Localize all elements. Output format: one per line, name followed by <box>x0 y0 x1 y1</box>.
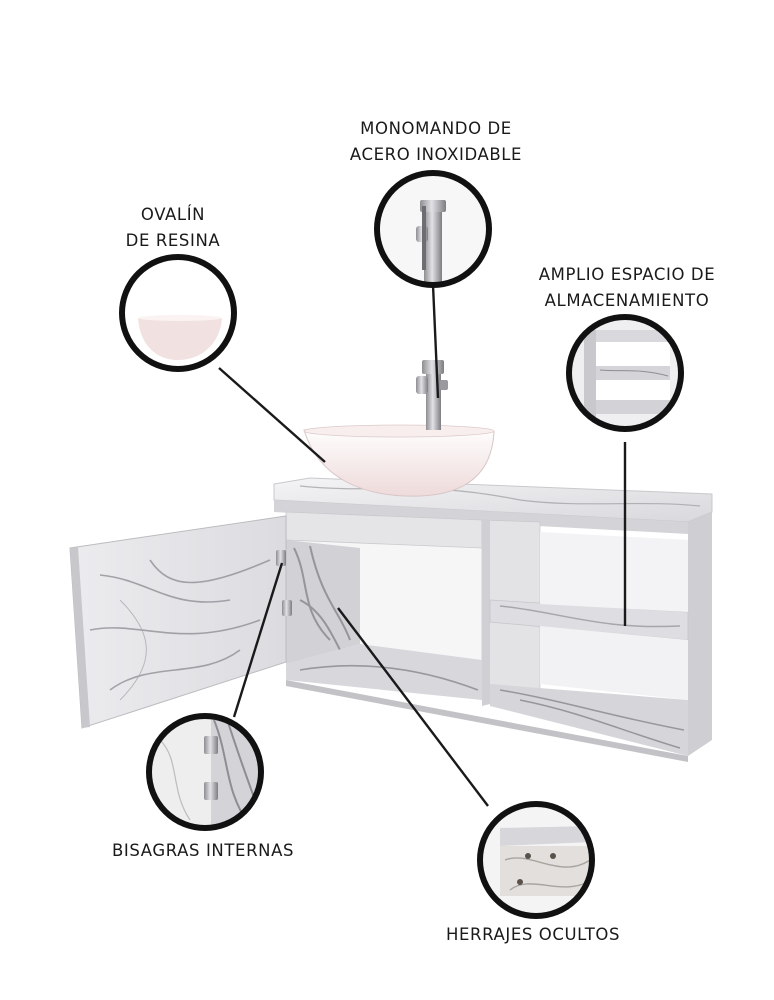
faucet-connector-line <box>431 284 440 399</box>
basin-detail-circle <box>119 254 237 372</box>
hinges-detail-circle <box>146 713 264 831</box>
hinges-callout-label: BISAGRAS INTERNAS <box>112 838 332 864</box>
hinges-connector-line <box>232 562 284 718</box>
storage-callout-label: AMPLIO ESPACIO DE ALMACENAMIENTO <box>522 262 732 314</box>
basin <box>303 424 495 497</box>
screw-hardware-icon <box>480 804 592 916</box>
storage-label-line-1: AMPLIO ESPACIO DE <box>538 265 716 284</box>
hardware-callout-label: HERRAJES OCULTOS <box>446 922 656 948</box>
hardware-label-line-1: HERRAJES OCULTOS <box>446 925 621 944</box>
basin-icon <box>138 315 222 360</box>
storage-detail-circle <box>566 314 684 432</box>
hinges-label-line-1: BISAGRAS INTERNAS <box>112 841 295 860</box>
basin-label-line-2: DE RESINA <box>125 231 221 250</box>
faucet-callout-label: MONOMANDO DE ACERO INOXIDABLE <box>336 116 536 168</box>
faucet-icon <box>416 200 446 285</box>
basin-connector-line <box>218 367 326 463</box>
storage-label-line-2: ALMACENAMIENTO <box>544 291 710 310</box>
cabinet-door <box>69 515 292 729</box>
basin-callout-label: OVALÍN DE RESINA <box>108 202 238 254</box>
faucet-detail-circle <box>374 170 492 288</box>
basin-label-line-1: OVALÍN <box>140 205 206 224</box>
faucet-label-line-1: MONOMANDO DE <box>360 119 512 138</box>
hardware-connector-line <box>337 607 489 807</box>
faucet <box>416 360 448 430</box>
shelves-icon <box>569 317 681 429</box>
hardware-detail-circle <box>477 801 595 919</box>
faucet-label-line-2: ACERO INOXIDABLE <box>349 145 523 164</box>
callout-lines <box>218 284 627 807</box>
vanity-cabinet <box>273 477 713 762</box>
